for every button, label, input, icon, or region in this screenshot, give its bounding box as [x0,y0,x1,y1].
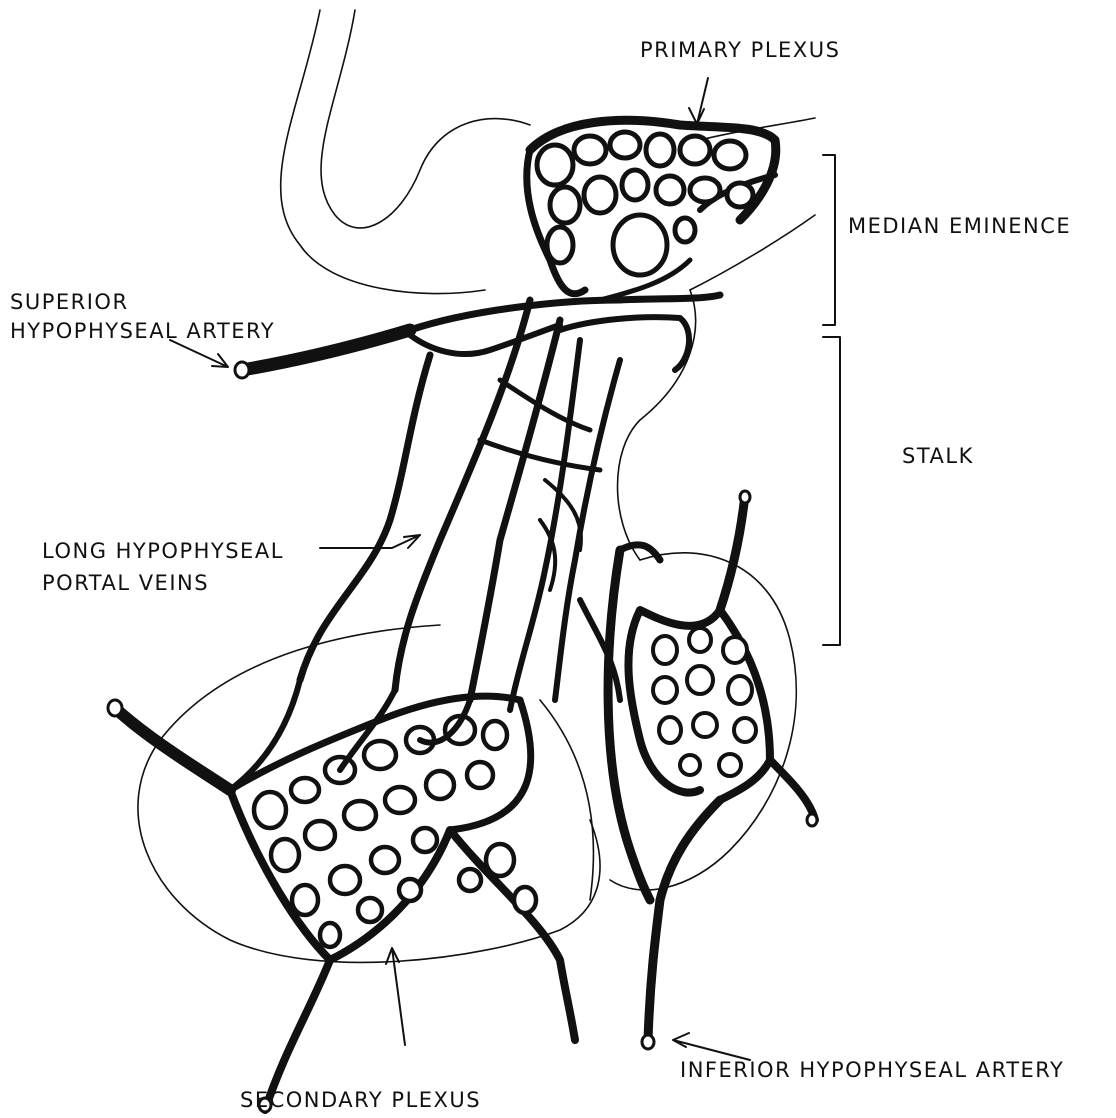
primary-plexus-arrow [689,78,708,124]
long-portal-veins-label-line1: LONG HYPOPHYSEAL [42,537,284,565]
posterior-top-cut-end [740,491,750,503]
hypothalamus-outline-outer [281,10,485,294]
superior-hypophyseal-artery-vessels [235,260,720,378]
secondary-plexus-network [108,680,575,1112]
hypothalamus-outline-inner [321,10,530,228]
secondary-plexus-label: SECONDARY PLEXUS [240,1086,481,1114]
long-portal-veins-arrow [320,535,420,548]
stalk-bracket [823,337,840,645]
primary-plexus-network [527,120,776,293]
long-portal-veins-label-line2: PORTAL VEINS [42,569,209,597]
inferior-artery-cut-end [642,1035,654,1049]
inferior-artery-label: INFERIOR HYPOPHYSEAL ARTERY [680,1056,1064,1084]
median-eminence-bracket [823,155,835,325]
stalk-outline-right [618,290,696,560]
posterior-lobe-network [608,491,817,1049]
annotation-marks [170,78,840,1060]
posterior-right-cut-end [807,814,817,826]
anterior-left-cut-end [108,700,122,716]
stalk-label: STALK [902,442,974,470]
median-eminence-label: MEDIAN EMINENCE [848,212,1071,240]
superior-artery-label-line2: HYPOPHYSEAL ARTERY [10,317,275,345]
superior-artery-cut-end [235,362,249,378]
median-eminence-lower [690,215,815,290]
primary-plexus-label: PRIMARY PLEXUS [640,36,840,64]
superior-artery-label-line1: SUPERIOR [10,288,129,316]
cleft-line [540,700,593,900]
